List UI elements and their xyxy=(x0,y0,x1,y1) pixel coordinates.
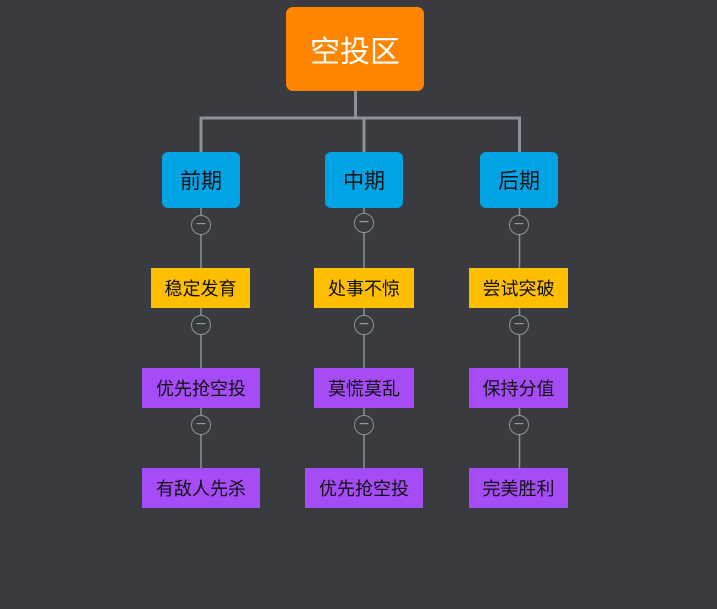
tip-node[interactable]: 稳定发育 xyxy=(151,268,250,308)
collapse-toggle[interactable]: − xyxy=(354,415,374,435)
collapse-toggle[interactable]: − xyxy=(509,215,529,235)
tip-label: 完美胜利 xyxy=(482,479,555,500)
root-node[interactable]: 空投区 xyxy=(286,7,424,91)
collapse-toggle[interactable]: − xyxy=(191,215,211,235)
collapse-toggle[interactable]: − xyxy=(191,315,211,335)
collapse-toggle[interactable]: − xyxy=(509,315,529,335)
tip-node[interactable]: 有敌人先杀 xyxy=(142,468,260,508)
phase-node-late[interactable]: 后期 xyxy=(480,152,558,208)
collapse-toggle[interactable]: − xyxy=(354,315,374,335)
tip-node[interactable]: 完美胜利 xyxy=(469,468,568,508)
tip-label: 处事不惊 xyxy=(328,279,400,300)
tip-label: 尝试突破 xyxy=(482,279,555,300)
phase-node-early[interactable]: 前期 xyxy=(162,152,240,208)
phase-node-middle[interactable]: 中期 xyxy=(325,152,403,208)
tip-label: 保持分值 xyxy=(482,379,555,400)
tip-node[interactable]: 莫慌莫乱 xyxy=(314,368,414,408)
tip-node[interactable]: 处事不惊 xyxy=(314,268,414,308)
root-connector xyxy=(199,89,521,154)
collapse-toggle[interactable]: − xyxy=(191,415,211,435)
tip-label: 有敌人先杀 xyxy=(156,479,246,500)
tip-label: 莫慌莫乱 xyxy=(328,379,400,400)
tip-node[interactable]: 优先抢空投 xyxy=(142,368,260,408)
tip-label: 稳定发育 xyxy=(164,279,237,300)
tip-label: 优先抢空投 xyxy=(156,379,246,400)
collapse-toggle[interactable]: − xyxy=(509,415,529,435)
tip-label: 优先抢空投 xyxy=(319,479,409,500)
tip-node[interactable]: 优先抢空投 xyxy=(305,468,423,508)
tip-node[interactable]: 保持分值 xyxy=(469,368,568,408)
collapse-toggle[interactable]: − xyxy=(354,213,374,233)
root-label: 空投区 xyxy=(310,35,400,70)
phase-label: 中期 xyxy=(343,169,385,193)
tip-node[interactable]: 尝试突破 xyxy=(469,268,568,308)
phase-label: 前期 xyxy=(180,169,222,193)
phase-label: 后期 xyxy=(498,169,540,193)
